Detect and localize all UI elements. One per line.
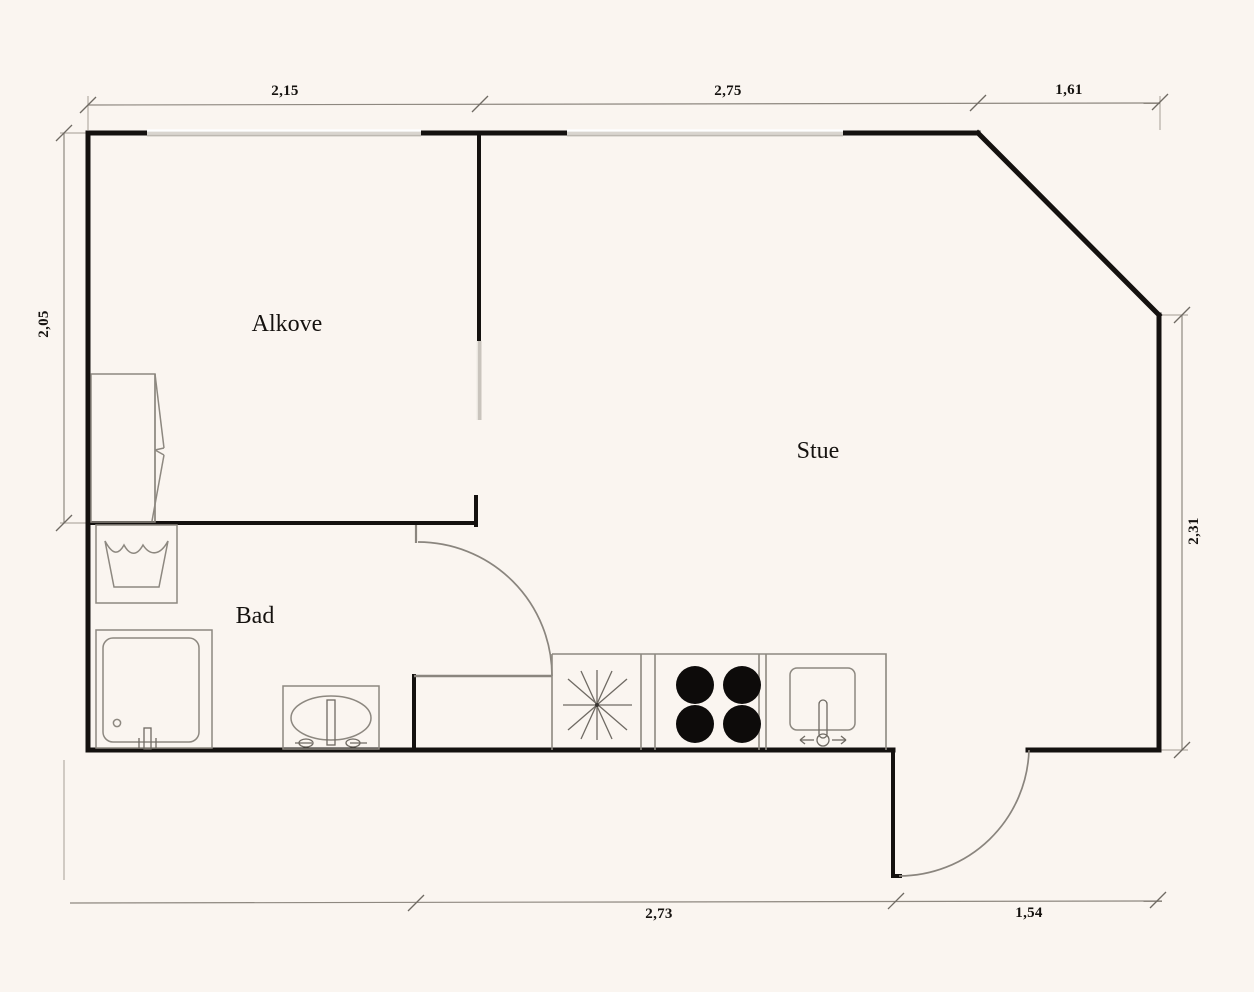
room-label-alkove: Alkove: [252, 311, 323, 337]
wardrobe-closet: [90, 373, 165, 523]
cooktop-4-burner: [676, 666, 761, 743]
dimension-group-left: 2,05: [36, 124, 88, 532]
dim-left-1: 2,05: [36, 310, 52, 337]
bathroom-walls: [86, 495, 552, 752]
dim-bottom-1: 2,73: [645, 906, 672, 922]
entry-door-stue: [891, 748, 1030, 878]
interior-door-bad: [414, 525, 553, 677]
washing-machine: [95, 524, 178, 604]
dimension-group-top: 2,15 2,75 1,61: [79, 82, 1169, 130]
bathroom-sink: [282, 685, 380, 750]
dimension-group-right: 2,31: [1160, 306, 1202, 759]
room-label-stue: Stue: [797, 438, 840, 464]
dim-right-1: 2,31: [1186, 517, 1202, 544]
room-label-bad: Bad: [236, 603, 275, 629]
partition-wall-alkove: [476, 131, 482, 420]
window-alkove: [147, 129, 421, 137]
dim-top-3: 1,61: [1055, 82, 1082, 98]
exterior-walls: [85, 129, 1163, 753]
kitchen-counter: [551, 653, 887, 750]
dim-top-1: 2,15: [271, 83, 298, 99]
dim-top-2: 2,75: [714, 83, 741, 99]
window-stue: [567, 129, 843, 137]
dimension-group-bottom: 2,73 1,54: [63, 760, 1167, 922]
dishwasher: [563, 670, 632, 740]
kitchen-sink: [789, 667, 856, 747]
dim-bottom-2: 1,54: [1015, 905, 1043, 921]
bathtub-shower: [95, 629, 213, 750]
